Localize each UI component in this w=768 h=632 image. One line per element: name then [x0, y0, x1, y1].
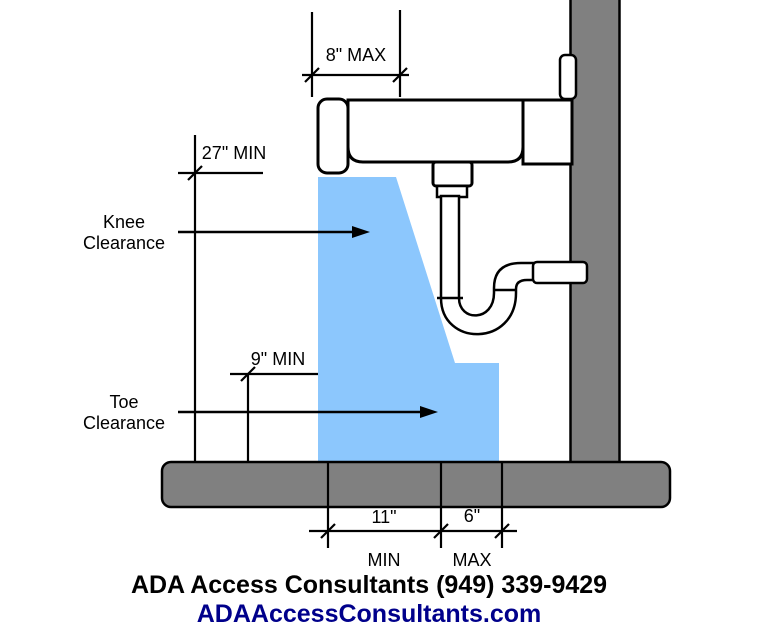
toe-label-line1: Toe: [109, 392, 138, 412]
dim-11-qualifier: MIN: [368, 550, 401, 570]
sink-basin: [346, 98, 525, 164]
wall: [569, 0, 621, 465]
clearance-area-shape: [318, 177, 499, 462]
toe-label-line2: Clearance: [83, 413, 165, 433]
wall-valve: [558, 53, 578, 101]
dim-9-min-lines: [230, 366, 318, 462]
company-name-phone: ADA Access Consultants (949) 339-9429: [130, 571, 608, 599]
p-trap: [439, 194, 536, 336]
dim-9-min-label: 9" MIN: [251, 349, 305, 369]
dim-bottom-lines: [309, 462, 517, 548]
dim-8-max-lines: [302, 10, 409, 97]
floor: [160, 460, 672, 509]
dim-6-value: 6": [464, 506, 480, 526]
website-url: ADAAccessConsultants.com: [196, 600, 542, 628]
dim-8-max-label: 8" MAX: [326, 45, 386, 65]
knee-label-line2: Clearance: [83, 233, 165, 253]
knee-arrowhead-icon: [352, 226, 370, 238]
dim-6-qualifier: MAX: [452, 550, 491, 570]
trap-escutcheon: [531, 260, 589, 285]
knee-label-line1: Knee: [103, 212, 145, 232]
sink-right-support: [521, 98, 574, 166]
dim-27-min-label: 27" MIN: [202, 143, 266, 163]
dim-11-value: 11": [371, 507, 396, 527]
drain-flange: [431, 160, 474, 188]
sink-front-edge: [316, 97, 350, 175]
footer: ADA Access Consultants (949) 339-9429 AD…: [0, 571, 768, 629]
dim-27-min-lines: [178, 135, 263, 462]
toe-arrowhead-icon: [420, 406, 438, 418]
